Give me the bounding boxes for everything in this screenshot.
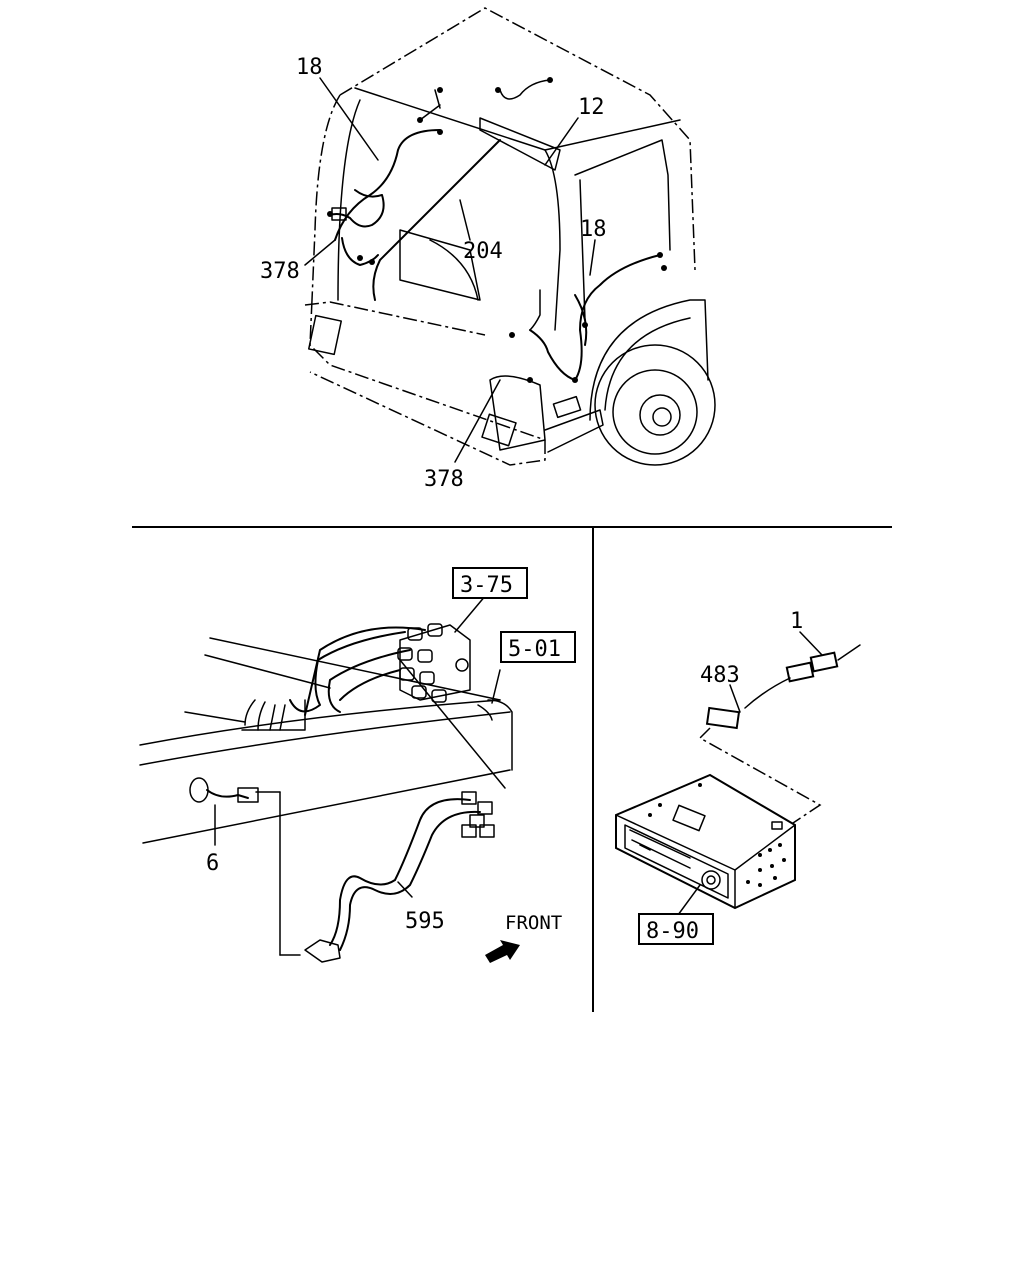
callout-box-5-01 — [500, 631, 576, 663]
callout-595: 595 — [405, 909, 445, 934]
callout-18-left: 18 — [296, 55, 323, 80]
callout-378-bottom: 378 — [424, 467, 464, 492]
callout-204: 204 — [463, 239, 503, 264]
callout-box-3-75 — [452, 567, 528, 599]
callout-12: 12 — [578, 95, 605, 120]
callout-18-right: 18 — [580, 217, 607, 242]
callout-6: 6 — [206, 851, 219, 876]
radio-illustration — [615, 631, 861, 916]
callout-box-8-90 — [638, 913, 714, 945]
frame-harness-illustration — [139, 594, 520, 963]
callout-8-90: 8-90 — [646, 919, 699, 944]
callout-483: 483 — [700, 663, 740, 688]
callout-378-left: 378 — [260, 259, 300, 284]
front-label: FRONT — [505, 912, 562, 934]
callout-3-75: 3-75 — [460, 573, 513, 598]
callout-5-01: 5-01 — [508, 637, 561, 662]
truck-cab-illustration — [304, 7, 716, 466]
front-arrow-icon — [485, 940, 520, 963]
callout-1: 1 — [790, 609, 803, 634]
